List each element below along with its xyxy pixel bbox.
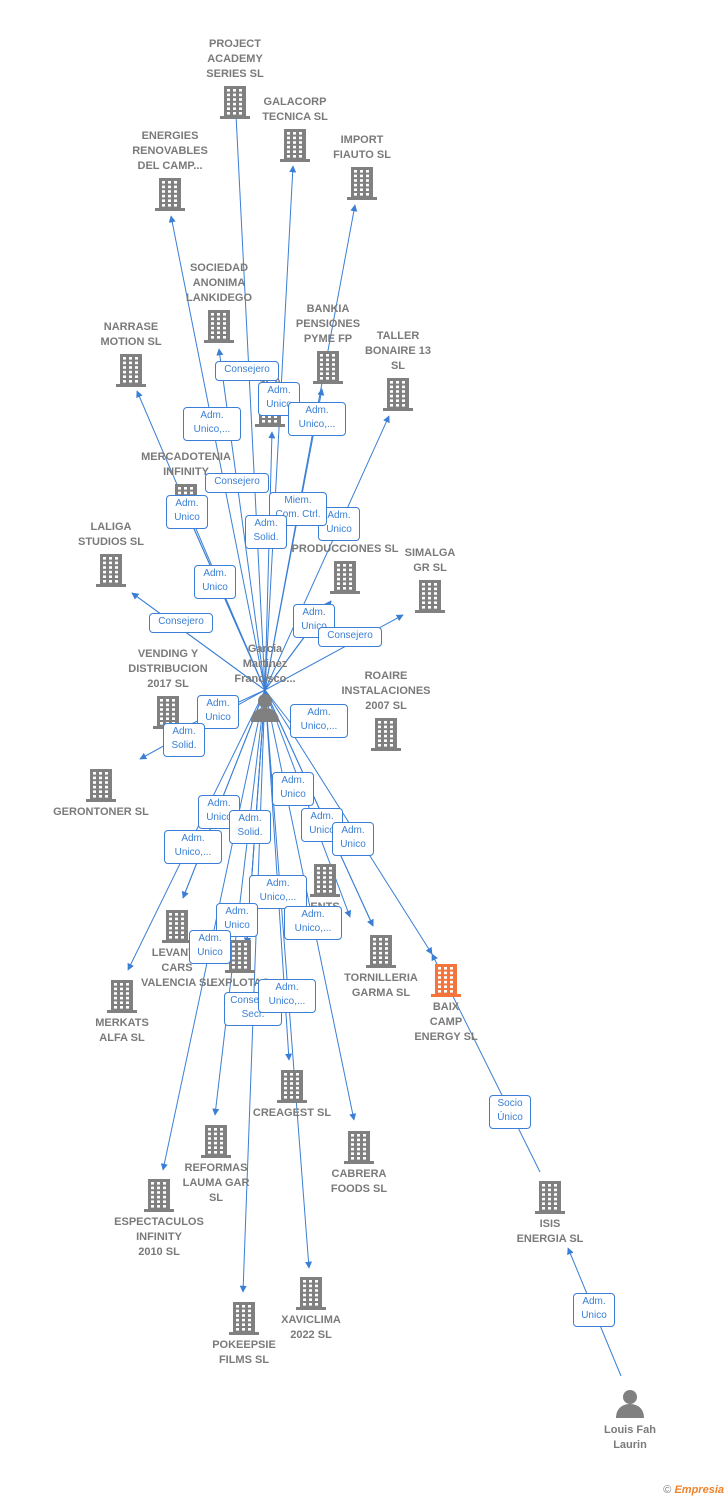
- node-label[interactable]: SIMALGA GR SL: [404, 547, 456, 574]
- relation-badge[interactable]: Adm. Unico: [573, 1293, 615, 1327]
- building-icon[interactable]: [369, 717, 403, 756]
- building-icon[interactable]: [429, 963, 463, 1002]
- node-label[interactable]: LALIGA STUDIOS SL: [77, 521, 144, 548]
- node-label[interactable]: TALLER BONAIRE 13 SL: [364, 330, 432, 372]
- edge-center-energies: [168, 215, 266, 691]
- relation-badge[interactable]: Adm. Solid.: [163, 723, 205, 757]
- building-icon[interactable]: [94, 553, 128, 592]
- node-label[interactable]: BANKIA PENSIONES PYME FP: [295, 303, 361, 345]
- building-icon[interactable]: [381, 377, 415, 416]
- node-label[interactable]: TORNILLERIA GARMA SL: [344, 972, 418, 999]
- node-label[interactable]: CREAGEST SL: [252, 1107, 332, 1119]
- relation-badge[interactable]: Adm. Unico: [332, 822, 374, 856]
- node-label[interactable]: MERCADOTENIA INFINITY: [141, 451, 231, 478]
- node-label[interactable]: XAVICLIMA 2022 SL: [281, 1314, 341, 1341]
- building-icon[interactable]: [533, 1180, 567, 1219]
- building-icon[interactable]: [153, 177, 187, 216]
- building-icon[interactable]: [202, 309, 236, 348]
- node-label[interactable]: MERKATS ALFA SL: [95, 1017, 149, 1044]
- edge-center-project: [231, 94, 266, 691]
- node-label[interactable]: POKEEPSIE FILMS SL: [212, 1339, 276, 1366]
- building-icon[interactable]: [105, 979, 139, 1018]
- relation-badge[interactable]: Adm. Unico: [272, 772, 314, 806]
- building-icon[interactable]: [160, 909, 194, 948]
- building-icon[interactable]: [311, 350, 345, 389]
- relation-badge[interactable]: Adm. Solid.: [229, 810, 271, 844]
- building-icon[interactable]: [199, 1124, 233, 1163]
- building-icon[interactable]: [345, 166, 379, 205]
- building-icon[interactable]: [275, 1069, 309, 1108]
- relation-badge[interactable]: Adm. Unico: [189, 930, 231, 964]
- relation-badge[interactable]: Adm. Unico: [197, 695, 239, 729]
- building-icon[interactable]: [364, 934, 398, 973]
- building-icon[interactable]: [114, 353, 148, 392]
- building-icon[interactable]: [84, 768, 118, 807]
- edge-center-narrase: [136, 390, 266, 691]
- node-label[interactable]: ISIS ENERGIA SL: [516, 1218, 584, 1245]
- person-icon[interactable]: [615, 1388, 645, 1423]
- edge-center-la: [264, 431, 276, 691]
- edge-center-mercadotenia: [190, 521, 266, 691]
- person-icon[interactable]: [250, 692, 280, 727]
- relation-badge[interactable]: Consejero: [318, 627, 382, 647]
- edge-center-reformas: [212, 689, 266, 1116]
- node-label[interactable]: Garcia Martinez Francisco...: [234, 643, 296, 685]
- node-label[interactable]: ROAIRE INSTALACIONES 2007 SL: [341, 670, 431, 712]
- edge-center-laliga: [131, 592, 266, 691]
- edge-center-taller: [264, 415, 390, 691]
- edge-center-sociedad: [216, 348, 266, 691]
- relation-badge[interactable]: Adm. Unico,...: [288, 402, 346, 436]
- node-label[interactable]: ESPECTACULOS INFINITY 2010 SL: [114, 1216, 204, 1258]
- node-label[interactable]: BAIX CAMP ENERGY SL: [414, 1001, 478, 1043]
- node-label[interactable]: REFORMAS LAUMA GAR SL: [182, 1162, 250, 1204]
- relation-badge[interactable]: Consejero: [215, 361, 279, 381]
- edge-center-bankia: [264, 388, 325, 691]
- relation-badge[interactable]: Adm. Unico: [166, 495, 208, 529]
- node-label[interactable]: CABRERA FOODS SL: [330, 1168, 388, 1195]
- building-icon[interactable]: [218, 85, 252, 124]
- relation-badge[interactable]: Adm. Solid.: [245, 515, 287, 549]
- building-icon[interactable]: [342, 1130, 376, 1169]
- building-icon[interactable]: [294, 1276, 328, 1315]
- brand-name: Empresia: [674, 1484, 724, 1496]
- relation-badge[interactable]: Adm. Unico,...: [284, 906, 342, 940]
- node-label[interactable]: SOCIEDAD ANONIMA LANKIDEGO: [186, 262, 252, 304]
- building-icon[interactable]: [308, 863, 342, 902]
- edge-center-galacorp: [264, 165, 297, 691]
- node-label[interactable]: IMPORT FIAUTO SL: [333, 134, 391, 161]
- edge-center-pokeepsie: [239, 689, 266, 1293]
- node-label[interactable]: GALACORP TECNICA SL: [262, 96, 328, 123]
- building-icon[interactable]: [278, 128, 312, 167]
- node-label[interactable]: PROJECT ACADEMY SERIES SL: [206, 38, 264, 80]
- relation-badge[interactable]: Adm. Unico: [194, 565, 236, 599]
- building-icon[interactable]: [142, 1178, 176, 1217]
- brand-logo: © Empresia: [663, 1484, 724, 1496]
- building-icon[interactable]: [328, 560, 362, 599]
- node-label[interactable]: NARRASE MOTION SL: [100, 321, 162, 348]
- node-label[interactable]: Louis Fah Laurin: [604, 1424, 656, 1451]
- relation-badge[interactable]: Adm. Unico,...: [258, 979, 316, 1013]
- building-icon[interactable]: [413, 579, 447, 618]
- relation-badge[interactable]: Adm. Unico,...: [164, 830, 222, 864]
- relation-badge[interactable]: Adm. Unico,...: [290, 704, 348, 738]
- node-label[interactable]: ENERGIES RENOVABLES DEL CAMP...: [132, 130, 208, 172]
- building-icon[interactable]: [223, 939, 257, 978]
- relation-badge[interactable]: Adm. Unico,...: [183, 407, 241, 441]
- relation-badge[interactable]: Consejero: [205, 473, 269, 493]
- node-label[interactable]: VENDING Y DISTRIBUCION 2017 SL: [128, 648, 208, 690]
- node-label[interactable]: GERONTONER SL: [53, 806, 149, 818]
- relation-badge[interactable]: Consejero: [149, 613, 213, 633]
- relation-badge[interactable]: Adm. Unico,...: [249, 875, 307, 909]
- edge-center-cabrera: [264, 689, 357, 1121]
- copyright-symbol: ©: [663, 1484, 672, 1496]
- building-icon[interactable]: [227, 1301, 261, 1340]
- relation-badge[interactable]: Socio Único: [489, 1095, 531, 1129]
